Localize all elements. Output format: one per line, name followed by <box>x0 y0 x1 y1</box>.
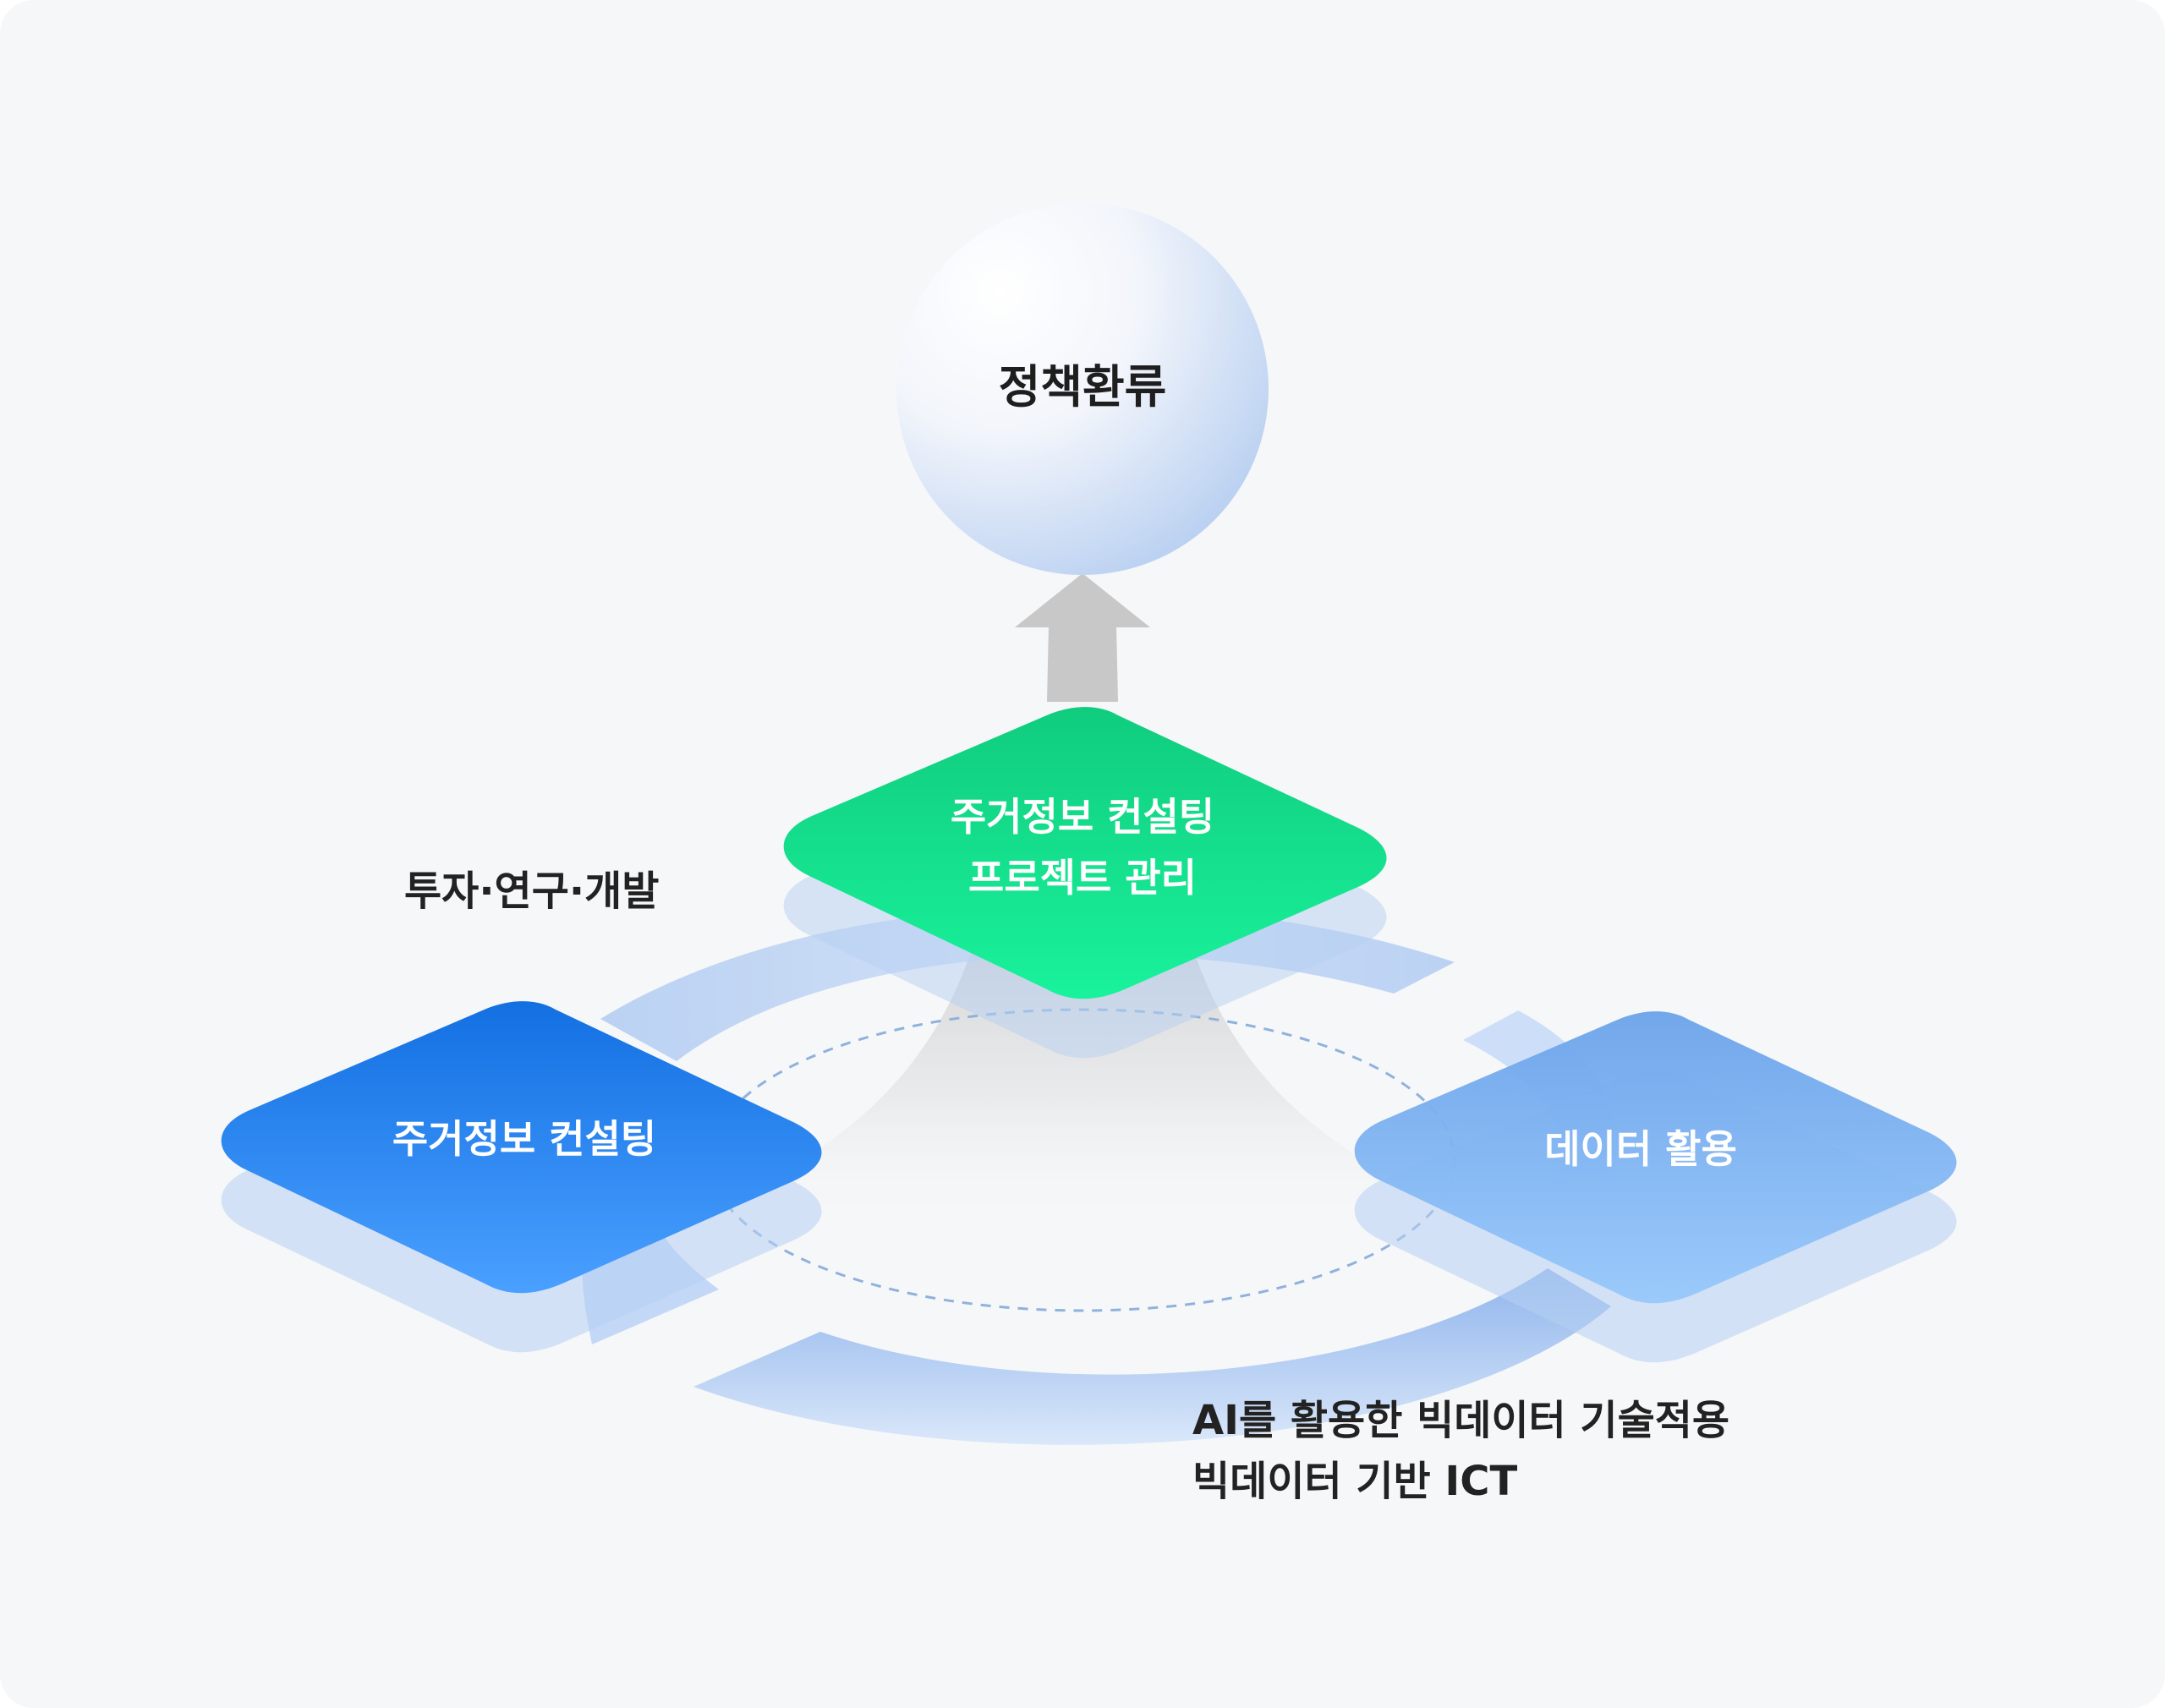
annotation-tech-line1: AI를 활용한 빅데이터 기술적용 <box>1192 1397 1729 1444</box>
node-top-face <box>783 707 1387 999</box>
node-housing-consulting: 주거정보 컨설팅 <box>221 1001 822 1353</box>
annotation-tech-line2: 빅데이터 기반 ICT <box>1192 1458 1517 1505</box>
node-right-label: 데이터 활용 <box>1544 1126 1737 1172</box>
light-cone <box>668 947 1497 1226</box>
node-data-utilization: 데이터 활용 <box>1354 1011 1957 1363</box>
node-top-label-line1: 주거정보 컨설팅 <box>951 794 1214 840</box>
node-right-face <box>1354 1011 1957 1304</box>
node-project-management: 주거정보 컨설팅 프로젝트 관리 <box>783 707 1387 1059</box>
up-arrow <box>1015 573 1150 702</box>
annotation-research: 투자·연구·개발 <box>404 868 659 915</box>
node-left-face <box>221 1001 822 1294</box>
node-top-label-line2: 프로젝트 관리 <box>968 855 1197 901</box>
ring-arc-lower <box>693 1268 1611 1445</box>
policy-feedback-label: 정책환류 <box>999 360 1167 413</box>
node-left-label: 주거정보 컨설팅 <box>392 1116 656 1162</box>
policy-feedback-sphere <box>896 203 1269 575</box>
